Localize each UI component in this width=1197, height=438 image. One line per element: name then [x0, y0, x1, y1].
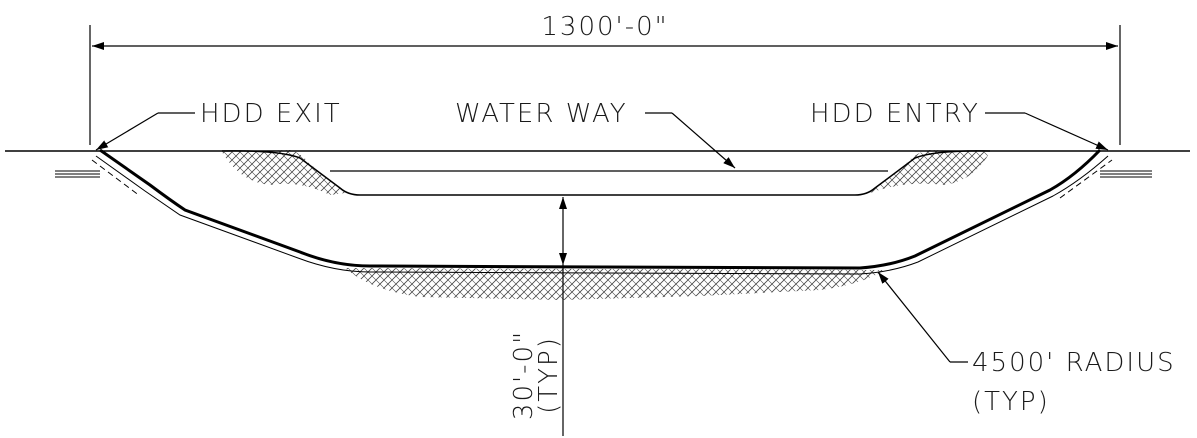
left-bank-hatch: [222, 150, 345, 195]
entry-pipe-stub: [1100, 170, 1152, 178]
right-bank-hatch: [870, 150, 990, 193]
depth-dimension: 30'-0" (TYP): [509, 197, 567, 436]
hdd-exit-callout: HDD EXIT: [95, 99, 342, 151]
hdd-entry-label: HDD ENTRY: [810, 99, 980, 129]
waterway-callout: WATER WAY: [455, 99, 736, 169]
depth-label: 30'-0": [509, 330, 539, 420]
radius-callout: 4500' RADIUS (TYP): [877, 271, 1176, 417]
hdd-exit-label: HDD EXIT: [200, 99, 342, 129]
overall-length-label: 1300'-0": [541, 12, 668, 42]
soil-hatching: [222, 150, 990, 300]
waterway-label: WATER WAY: [455, 99, 628, 129]
exit-pipe-stub: [55, 170, 100, 178]
hdd-entry-callout: HDD ENTRY: [810, 99, 1109, 151]
overall-dimension: 1300'-0": [89, 12, 1121, 145]
bore-pipe: [91, 148, 1113, 275]
radius-typ-label: (TYP): [972, 387, 1050, 417]
waterway-channel: [221, 150, 991, 196]
radius-label: 4500' RADIUS: [972, 348, 1176, 378]
river-bottom-hatch: [345, 268, 885, 300]
depth-typ-label: (TYP): [534, 336, 564, 414]
